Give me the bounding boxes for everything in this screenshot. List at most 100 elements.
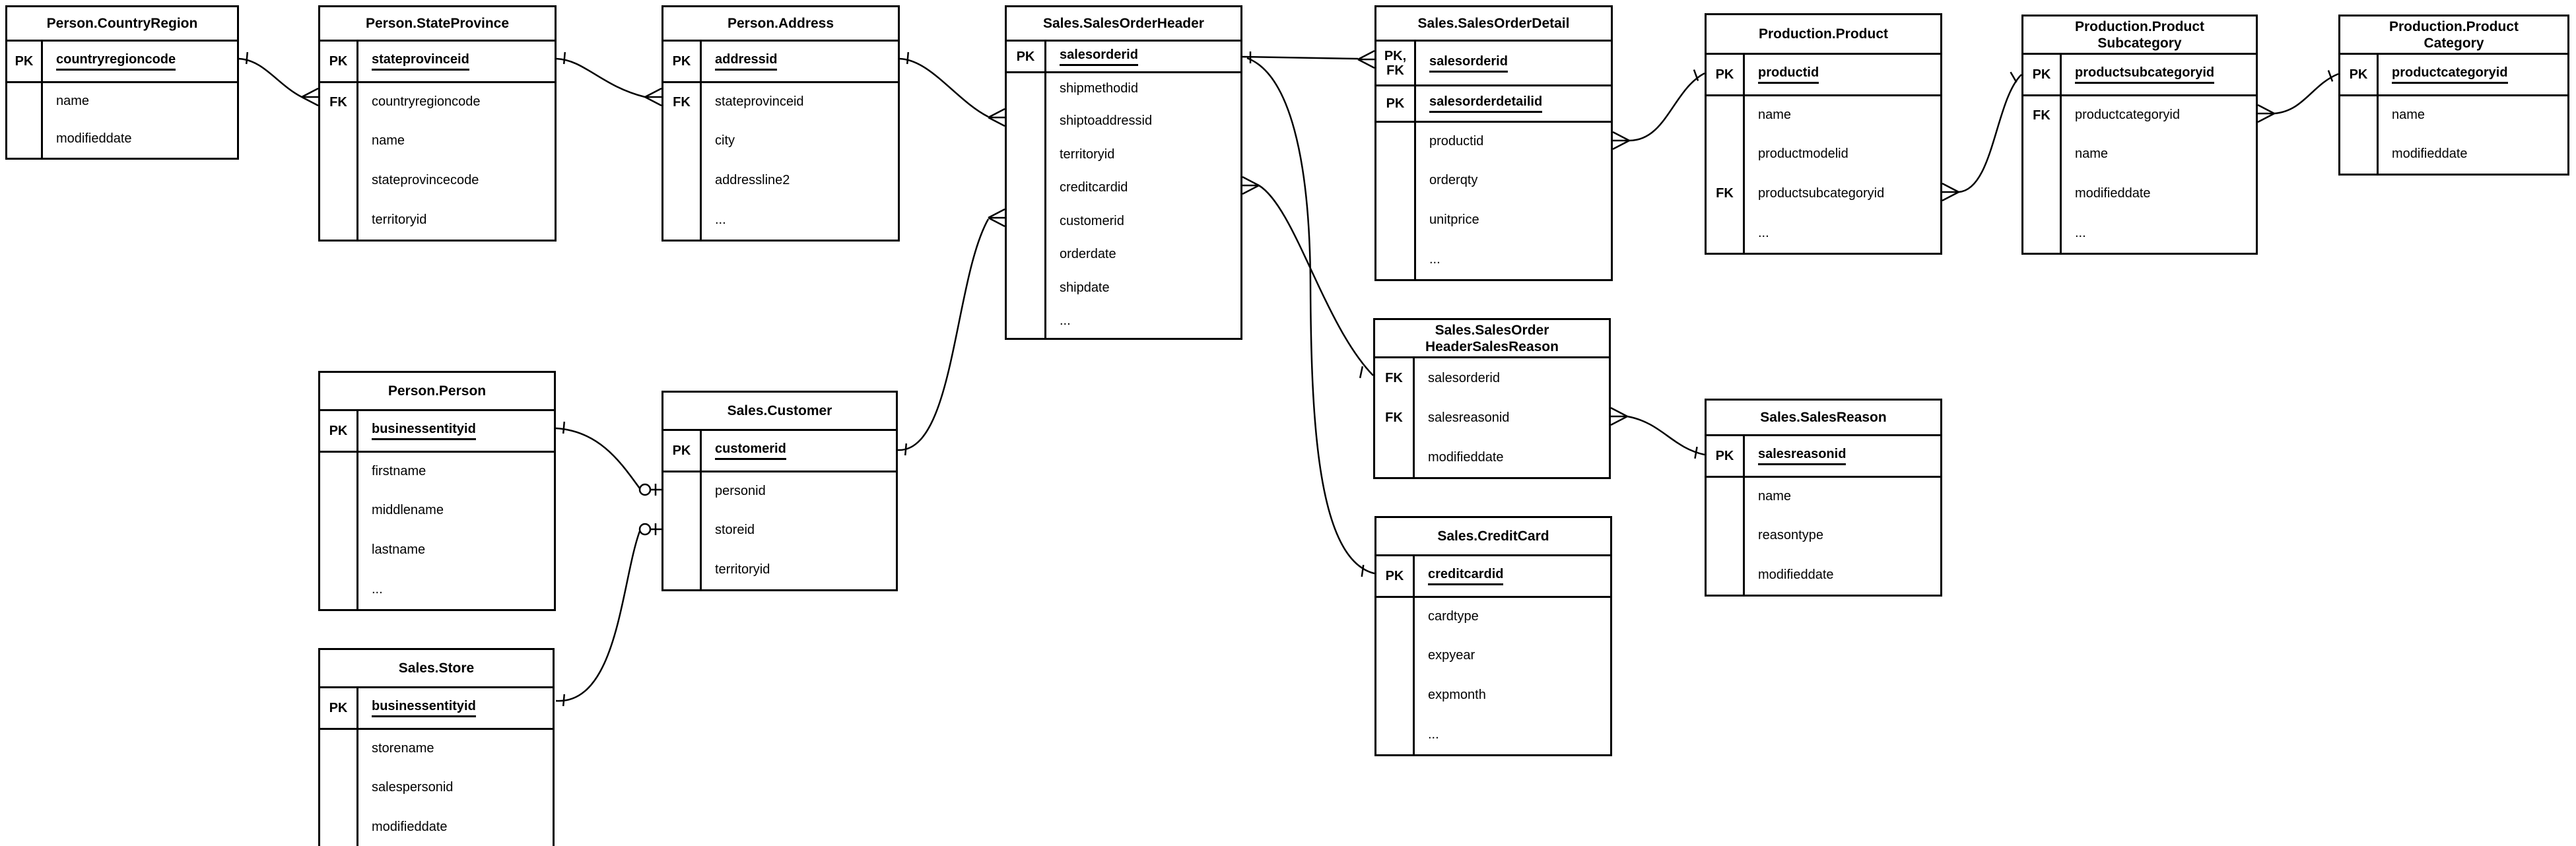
field-name: creditcardid: [1060, 180, 1128, 195]
table-row: ...: [663, 200, 898, 240]
field-name: modifieddate: [2075, 185, 2151, 201]
key-label: [2340, 96, 2379, 134]
one-tick-marker: [2010, 71, 2017, 83]
field-name: territoryid: [1060, 146, 1115, 162]
crow-foot-marker: [1610, 415, 1628, 426]
field-name: storeid: [715, 522, 755, 537]
key-label: [1007, 205, 1046, 238]
key-label: PK: [1707, 55, 1745, 94]
key-label: [1007, 138, 1046, 172]
key-label: FK: [1707, 174, 1745, 213]
table-row: modifieddate: [7, 119, 237, 158]
table-row: name: [1707, 94, 1940, 134]
key-label: [320, 121, 358, 160]
key-label: [320, 569, 358, 609]
key-label: [1376, 240, 1416, 279]
field-name: productcategoryid: [2379, 55, 2567, 94]
field-name: stateprovinceid: [358, 42, 555, 81]
crow-foot-marker: [1242, 176, 1260, 187]
key-label: [320, 453, 358, 490]
table-row: cardtype: [1376, 596, 1610, 635]
key-label: [663, 510, 702, 550]
field-name: ...: [715, 212, 726, 227]
field-name: territoryid: [715, 562, 770, 577]
one-tick-marker: [562, 51, 566, 65]
table-row: personid: [663, 471, 896, 510]
field-name: salesreasonid: [1428, 410, 1510, 425]
field-name: salesorderid: [1416, 42, 1611, 84]
key-label: PK: [320, 42, 358, 81]
crow-foot-marker: [1357, 49, 1375, 61]
key-label: [320, 807, 358, 846]
one-tick-marker: [1693, 69, 1699, 81]
relationship-line: [897, 218, 990, 451]
field-name: productmodelid: [1758, 146, 1848, 161]
table-row: lastname: [320, 530, 554, 569]
table-row: customerid: [1007, 205, 1240, 238]
crow-foot-marker: [1610, 407, 1628, 418]
crow-foot-marker: [988, 216, 1005, 228]
key-label: [320, 530, 358, 569]
table-row: firstname: [320, 451, 554, 490]
table-row: name: [1707, 476, 1940, 515]
table-row: ...: [320, 569, 554, 609]
key-label: [1007, 271, 1046, 305]
key-label: [1376, 123, 1416, 160]
key-label: [1707, 134, 1745, 174]
field-name: middlename: [372, 502, 444, 517]
field-name: shiptoaddressid: [1060, 114, 1153, 129]
field-name: productid: [1745, 55, 1940, 94]
crow-foot-marker: [988, 116, 1005, 127]
table-row: ...: [1707, 213, 1940, 253]
key-label: PK: [320, 411, 358, 451]
field-name: productsubcategoryid: [1758, 185, 1885, 201]
table-row: modifieddate: [320, 807, 553, 846]
table-row: creditcardid: [1007, 171, 1240, 205]
field-name: orderdate: [1060, 247, 1116, 262]
key-label: [1007, 171, 1046, 205]
crow-foot-marker: [1612, 139, 1630, 150]
field-name: lastname: [372, 542, 426, 557]
table-row: city: [663, 121, 898, 160]
key-label: [1376, 598, 1415, 635]
table-row: productid: [1376, 121, 1611, 160]
key-label: [320, 767, 358, 807]
field-name: ...: [372, 581, 383, 597]
table-row: orderdate: [1007, 238, 1240, 271]
field-name: businessentityid: [358, 411, 554, 451]
field-name: territoryid: [372, 212, 427, 227]
field-name: salesorderid: [1428, 370, 1500, 385]
key-label: [1007, 73, 1046, 105]
field-name: personid: [715, 484, 766, 498]
field-name: name: [1758, 489, 1792, 504]
relationship-line: [1629, 72, 1705, 142]
relationship-line: [2274, 73, 2339, 115]
field-name: productsubcategoryid: [2062, 55, 2256, 94]
key-label: [663, 472, 702, 510]
field-name: orderqty: [1429, 172, 1478, 187]
key-label: PK: [663, 42, 702, 81]
crow-foot-marker: [644, 96, 662, 107]
field-name: cardtype: [1428, 609, 1479, 624]
one-tick-marker: [906, 51, 910, 65]
crow-foot-marker: [644, 87, 662, 98]
table-title: Sales.SalesOrder HeaderSalesReason: [1375, 320, 1609, 358]
key-label: [2023, 213, 2062, 253]
key-label: FK: [663, 83, 702, 121]
table-row: reasontype: [1707, 515, 1940, 555]
table-title: Production.Product: [1707, 15, 1940, 55]
table-row: unitprice: [1376, 200, 1611, 240]
field-name: expmonth: [1428, 687, 1486, 702]
key-label: [2340, 134, 2379, 174]
key-label: [663, 550, 702, 589]
key-label: [1376, 200, 1416, 240]
